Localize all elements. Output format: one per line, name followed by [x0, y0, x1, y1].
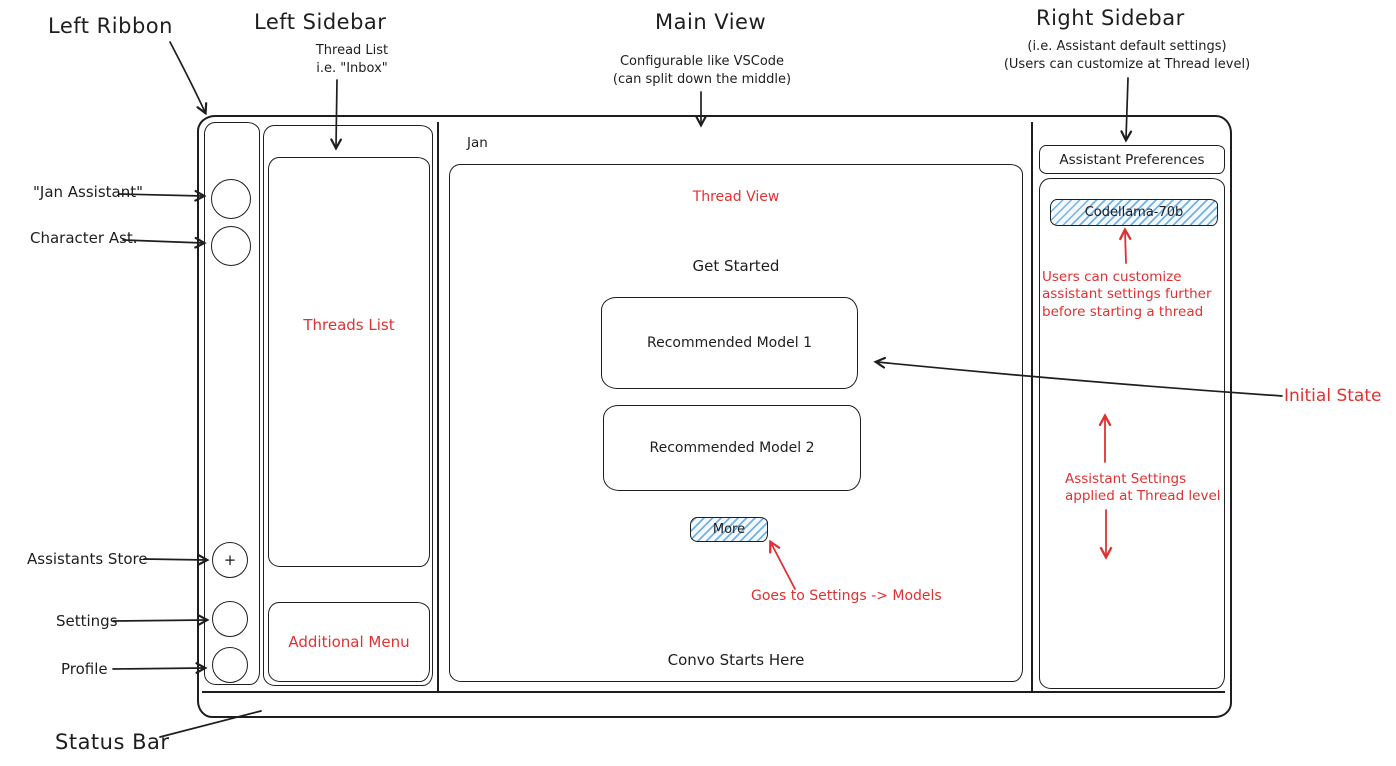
right-sidebar-label: Right Sidebar	[1036, 6, 1185, 30]
character-ast-label: Character Ast.	[30, 229, 138, 247]
app-window: + Threads List Additional Menu Jan Threa…	[197, 115, 1232, 718]
status-bar	[202, 693, 1225, 713]
assistant-preferences-label: Assistant Preferences	[1059, 151, 1205, 168]
sidebar-main-divider	[437, 122, 439, 691]
get-started-label: Get Started	[692, 257, 780, 275]
main-view-label: Main View	[655, 10, 767, 34]
left-sidebar-label: Left Sidebar	[254, 10, 387, 34]
model-badge[interactable]: Codellama-70b	[1050, 199, 1218, 226]
more-button[interactable]: More	[690, 517, 768, 542]
recommended-model-2-label: Recommended Model 2	[649, 440, 815, 456]
additional-menu-panel[interactable]: Additional Menu	[268, 602, 430, 682]
more-button-label: More	[712, 522, 746, 537]
profile-button[interactable]	[212, 647, 248, 683]
window-title: Jan	[467, 135, 488, 151]
goes-to-settings-note: Goes to Settings -> Models	[751, 588, 942, 604]
left-ribbon-label: Left Ribbon	[48, 14, 173, 38]
right-sidebar-note: (i.e. Assistant default settings) (Users…	[1003, 39, 1251, 73]
assistants-store-button[interactable]: +	[212, 542, 248, 578]
assistants-store-label: Assistants Store	[27, 550, 148, 568]
customize-note: Users can customize assistant settings f…	[1042, 269, 1212, 320]
status-bar-divider	[202, 691, 1225, 693]
plus-icon: +	[223, 551, 237, 569]
main-rightsidebar-divider	[1031, 122, 1033, 691]
jan-assistant-button[interactable]	[211, 179, 251, 219]
convo-starts-here-label: Convo Starts Here	[667, 651, 805, 669]
left-sidebar-note: Thread List i.e. "Inbox"	[315, 43, 389, 77]
main-view-panel: Thread View Get Started Recommended Mode…	[449, 164, 1023, 682]
status-bar-label: Status Bar	[55, 730, 170, 754]
assistant-preferences-header: Assistant Preferences	[1039, 145, 1225, 174]
settings-button[interactable]	[212, 601, 248, 637]
recommended-model-1-card[interactable]: Recommended Model 1	[601, 297, 858, 389]
jan-assistant-label: "Jan Assistant"	[33, 183, 144, 201]
character-assistant-button[interactable]	[211, 226, 251, 266]
recommended-model-2-card[interactable]: Recommended Model 2	[603, 405, 861, 491]
thread-settings-note: Assistant Settings applied at Thread lev…	[1065, 471, 1221, 505]
threads-list-label: Threads List	[303, 316, 395, 334]
initial-state-label: Initial State	[1284, 386, 1382, 406]
additional-menu-label: Additional Menu	[288, 633, 410, 651]
recommended-model-1-label: Recommended Model 1	[647, 335, 812, 351]
model-badge-label: Codellama-70b	[1084, 205, 1184, 220]
thread-view-label: Thread View	[692, 189, 780, 205]
arrow-profile	[112, 668, 204, 669]
main-view-note: Configurable like VSCode (can split down…	[612, 54, 792, 88]
settings-label: Settings	[56, 612, 118, 630]
profile-label: Profile	[61, 660, 108, 678]
right-sidebar-panel: Codellama-70b Users can customize assist…	[1039, 178, 1225, 689]
arrow-left-ribbon	[169, 41, 205, 112]
arrow-settings	[112, 620, 206, 621]
threads-list-panel[interactable]: Threads List	[268, 157, 430, 567]
